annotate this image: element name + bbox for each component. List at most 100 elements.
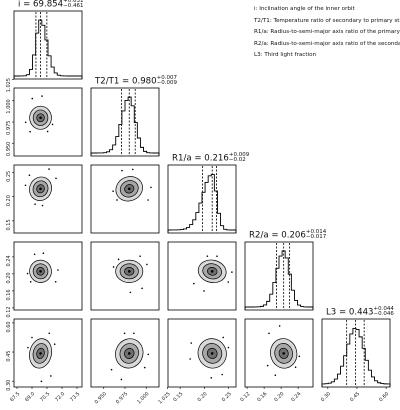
outlier-point-3-1-5 xyxy=(141,287,143,290)
outlier-point-4-0-5 xyxy=(50,375,52,377)
x-tick-label-3-1: 0.16 xyxy=(256,391,268,403)
outlier-point-4-1-2 xyxy=(110,368,113,371)
histogram-2 xyxy=(167,174,237,233)
x-tick-label-1-2: 1.000 xyxy=(136,391,150,405)
parameter-legend: i: Inclination angle of the inner orbit … xyxy=(254,4,400,62)
outlier-point-2-0-5 xyxy=(48,168,50,170)
outlier-point-3-0-3 xyxy=(29,280,32,283)
title-err-minus-1: −0.009 xyxy=(156,80,177,86)
outlier-point-4-0-4 xyxy=(48,332,51,335)
y-tick-label-4-2: 0.60 xyxy=(6,321,12,332)
x-tick-label-0-1: 69.0 xyxy=(24,391,36,403)
contour-peak-4-1 xyxy=(127,352,131,355)
contour-peak-3-1 xyxy=(127,270,131,273)
panel-frame-2-0 xyxy=(13,164,83,234)
contour-peak-2-1 xyxy=(127,187,131,191)
y-tick-label-2-0: 0.15 xyxy=(6,219,12,230)
y-tick-label-1-1: 0.975 xyxy=(6,121,12,135)
outlier-point-4-3-1 xyxy=(266,364,269,367)
x-tick-label-4-1: 0.45 xyxy=(349,391,361,403)
outlier-point-2-1-2 xyxy=(147,199,149,201)
outlier-point-4-3-3 xyxy=(298,355,301,358)
legend-entry-i: i: Inclination angle of the inner orbit xyxy=(254,6,355,12)
title-err-plus-3: +0.014 xyxy=(305,229,327,235)
outlier-point-4-3-2 xyxy=(278,325,281,327)
outlier-point-4-2-0 xyxy=(227,346,230,349)
x-tick-label-1-1: 0.975 xyxy=(115,391,129,405)
y-tick-label-4-1: 0.45 xyxy=(6,351,12,362)
histogram-0 xyxy=(13,19,83,79)
y-tick-label-1-2: 1.000 xyxy=(6,99,12,113)
x-tick-label-0-3: 72.0 xyxy=(54,391,66,403)
legend-entry-l3: L3: Third light fraction xyxy=(254,52,317,58)
x-tick-label-0-2: 70.5 xyxy=(39,391,51,403)
outlier-point-3-2-4 xyxy=(231,271,233,273)
legend-entry-r1a: R1/a: Radius-to-semi-major axis ratio of… xyxy=(254,29,400,35)
outlier-point-3-2-2 xyxy=(193,282,195,285)
title-text-2: R1/a = 0.216 xyxy=(172,153,229,164)
outlier-point-4-0-0 xyxy=(31,336,33,339)
panel-frame-1-1 xyxy=(90,87,160,157)
contour-peak-4-0 xyxy=(39,352,42,355)
histogram-1 xyxy=(90,96,160,156)
outlier-point-1-0-2 xyxy=(41,95,43,97)
outlier-point-1-0-5 xyxy=(31,97,34,100)
diagonal-title-4: L3 = 0.443+0.044−0.046 xyxy=(326,306,394,318)
outlier-point-1-0-0 xyxy=(46,130,49,133)
contour-peak-4-2 xyxy=(210,352,214,355)
x-tick-label-2-0: 0.15 xyxy=(172,391,184,403)
outlier-point-2-0-3 xyxy=(41,204,44,207)
outlier-point-2-1-5 xyxy=(150,186,152,189)
outlier-point-2-0-1 xyxy=(28,174,31,177)
outlier-point-2-0-0 xyxy=(34,203,36,205)
outlier-point-4-1-3 xyxy=(123,332,126,335)
outlier-point-4-1-0 xyxy=(133,332,135,335)
y-tick-label-3-2: 0.20 xyxy=(6,272,12,283)
outlier-point-4-2-5 xyxy=(189,358,191,360)
outlier-point-3-2-3 xyxy=(206,255,209,257)
title-text-4: L3 = 0.443 xyxy=(326,307,374,318)
outlier-point-4-0-3 xyxy=(27,346,29,349)
x-tick-label-3-2: 0.20 xyxy=(273,391,285,403)
title-err-minus-0: −0.461 xyxy=(63,3,84,9)
outlier-point-3-0-0 xyxy=(26,272,29,275)
contour-peak-1-0 xyxy=(39,116,42,120)
panel-frame-3-3 xyxy=(244,241,314,311)
outlier-point-3-0-5 xyxy=(57,269,59,271)
outlier-point-3-1-2 xyxy=(129,291,132,294)
histogram-3 xyxy=(244,250,314,310)
outlier-point-4-1-5 xyxy=(120,378,123,381)
outlier-point-3-2-1 xyxy=(227,281,230,283)
outlier-point-3-0-2 xyxy=(54,280,57,283)
x-tick-label-0-4: 73.5 xyxy=(69,391,81,403)
title-text-3: R2/a = 0.206 xyxy=(249,230,306,241)
y-tick-label-3-1: 0.16 xyxy=(6,289,12,300)
outlier-point-4-3-4 xyxy=(274,374,277,377)
title-err-plus-0: +0.631 xyxy=(63,0,84,4)
outlier-point-3-2-0 xyxy=(216,255,218,257)
diagonal-title-1: T2/T1 = 0.980+0.007−0.009 xyxy=(95,75,177,86)
title-err-plus-1: +0.007 xyxy=(156,75,177,81)
title-text-0: i = 69.854 xyxy=(18,0,64,10)
x-tick-label-4-0: 0.30 xyxy=(320,391,332,403)
x-tick-label-2-2: 0.25 xyxy=(221,391,233,403)
contour-peak-3-0 xyxy=(39,270,42,273)
outlier-point-4-2-4 xyxy=(221,373,223,376)
outlier-point-2-0-2 xyxy=(55,177,57,180)
y-tick-label-1-3: 1.025 xyxy=(6,78,12,92)
outlier-point-4-1-4 xyxy=(147,353,150,356)
outlier-point-4-3-5 xyxy=(268,332,270,335)
diagonal-title-2: R1/a = 0.216+0.009−0.02 xyxy=(172,152,250,164)
outlier-point-4-2-1 xyxy=(210,377,213,379)
contour-peak-3-2 xyxy=(210,270,214,273)
contour-peak-4-3 xyxy=(282,352,285,355)
x-tick-label-1-0: 0.950 xyxy=(94,391,108,405)
x-tick-label-0-0: 67.5 xyxy=(9,391,21,403)
title-err-plus-2: +0.009 xyxy=(228,152,250,158)
outlier-point-3-0-4 xyxy=(33,253,36,256)
outlier-point-1-0-3 xyxy=(51,123,54,126)
y-tick-label-4-0: 0.30 xyxy=(6,380,12,391)
outlier-point-4-0-2 xyxy=(40,380,43,383)
